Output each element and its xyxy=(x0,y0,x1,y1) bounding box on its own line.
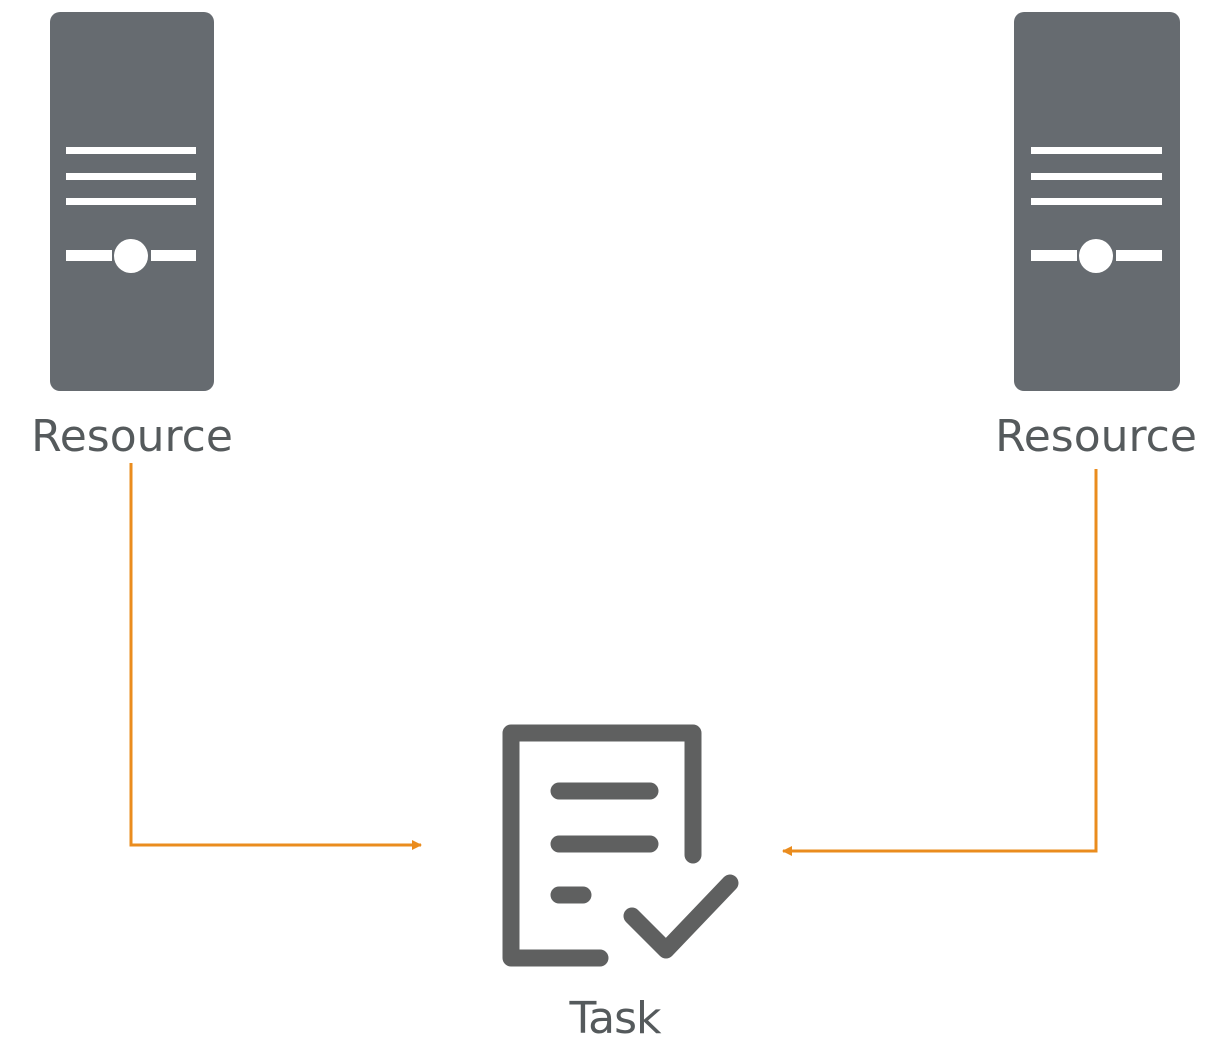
task-label: Task xyxy=(569,993,662,1044)
server-icon-left xyxy=(50,12,214,391)
connector-right-to-task xyxy=(782,469,1098,856)
task-checklist-icon xyxy=(502,724,739,967)
resource-label-left: Resource xyxy=(31,411,233,462)
server-icon-right xyxy=(1014,12,1180,391)
connector-left-to-task xyxy=(129,463,422,850)
resource-label-right: Resource xyxy=(995,411,1197,462)
